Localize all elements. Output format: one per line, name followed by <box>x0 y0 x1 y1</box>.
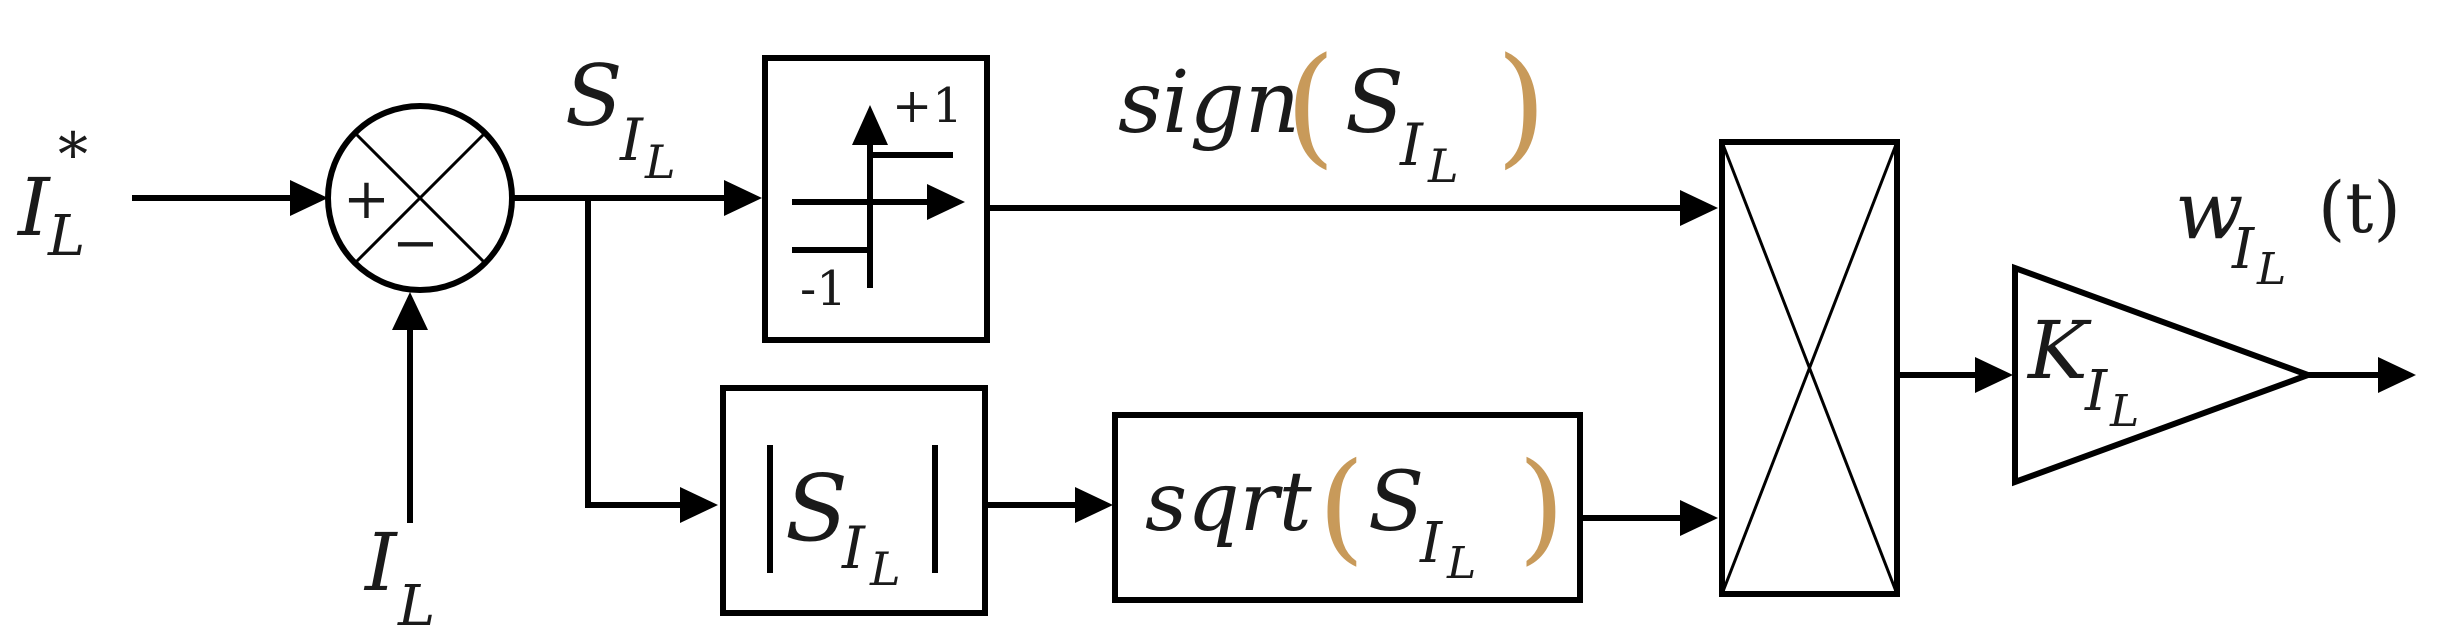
output-subsubscript: L <box>2256 244 2286 295</box>
error-subsubscript: L <box>644 135 676 189</box>
abs-to-sqrt-arrow <box>1075 487 1113 523</box>
sqrt-block-frame <box>1112 412 1583 603</box>
sqrt-arg-symbol: S <box>1368 455 1424 550</box>
sqrt-block: sqrt ( S I L ) <box>1112 412 1583 603</box>
gain-symbol: K <box>2026 304 2092 397</box>
multiplier-cross-b <box>1720 141 1899 595</box>
error-symbol: S <box>565 47 623 145</box>
error-arrow-top <box>724 180 762 216</box>
sqrt-paren-open: ( <box>1318 438 1365 577</box>
abs-block-frame <box>720 385 988 616</box>
feedback-symbol: I <box>363 516 398 609</box>
error-arrow-bottom <box>680 487 718 523</box>
sqrt-arg-subscript: I <box>1419 511 1444 576</box>
reference-subscript: L <box>47 204 85 269</box>
sqrt-arg-subsubscript: L <box>1446 538 1476 589</box>
feedback-input-label: I L <box>363 516 435 639</box>
multiplier-out-arrow <box>1975 357 2013 393</box>
sign-func-name: sign <box>1118 53 1300 153</box>
reference-superscript: * <box>58 120 88 190</box>
summer-minus-sign: − <box>392 211 439 276</box>
sign-block-x-arrow <box>927 184 965 220</box>
output-suffix: (t) <box>2318 167 2401 249</box>
feedback-arrow <box>392 292 428 330</box>
sign-paren-close: ) <box>1496 29 1547 181</box>
feedback-subscript: L <box>397 574 435 639</box>
abs-arg-subsubscript: L <box>869 542 901 596</box>
gain-subscript: I <box>2084 359 2109 424</box>
sqrt-out-arrow <box>1680 500 1718 536</box>
error-signal-label: S I L <box>565 47 676 189</box>
output-label: w I L (t) <box>2175 164 2401 295</box>
output-symbol: w <box>2175 164 2243 257</box>
output-arrow <box>2378 357 2416 393</box>
sign-arg-subscript: I <box>1399 111 1424 179</box>
abs-arg-subscript: I <box>841 514 866 582</box>
summer-cross-b <box>353 131 487 265</box>
sign-out-arrow <box>1680 190 1718 226</box>
abs-arg-symbol: S <box>785 455 848 562</box>
reference-arrow <box>290 180 328 216</box>
sqrt-func-name: sqrt <box>1145 455 1313 550</box>
sign-paren-open: ( <box>1285 29 1336 181</box>
sign-block-y-arrow <box>852 105 888 145</box>
sign-arg-subsubscript: L <box>1427 139 1459 193</box>
reference-input-label: I L * <box>16 120 88 269</box>
sqrt-paren-close: ) <box>1518 438 1565 577</box>
sign-arg-symbol: S <box>1345 53 1404 153</box>
multiplier-block <box>1719 139 1900 597</box>
abs-block: S I L <box>720 385 988 616</box>
gain-subsubscript: L <box>2109 386 2139 437</box>
gain-block: K I L <box>2012 263 2317 487</box>
gain-triangle <box>2012 263 2317 487</box>
sign-out-label: sign ( S I L ) <box>1118 29 1547 193</box>
output-subscript: I <box>2231 217 2256 282</box>
summing-junction: + − <box>325 103 515 293</box>
sign-block: +1 -1 <box>762 55 990 343</box>
summer-plus-sign: + <box>343 167 390 232</box>
error-subscript: I <box>619 106 644 174</box>
reference-symbol: I <box>16 161 51 254</box>
sign-block-upper-label: +1 <box>892 78 963 134</box>
sign-block-lower-label: -1 <box>800 261 847 317</box>
